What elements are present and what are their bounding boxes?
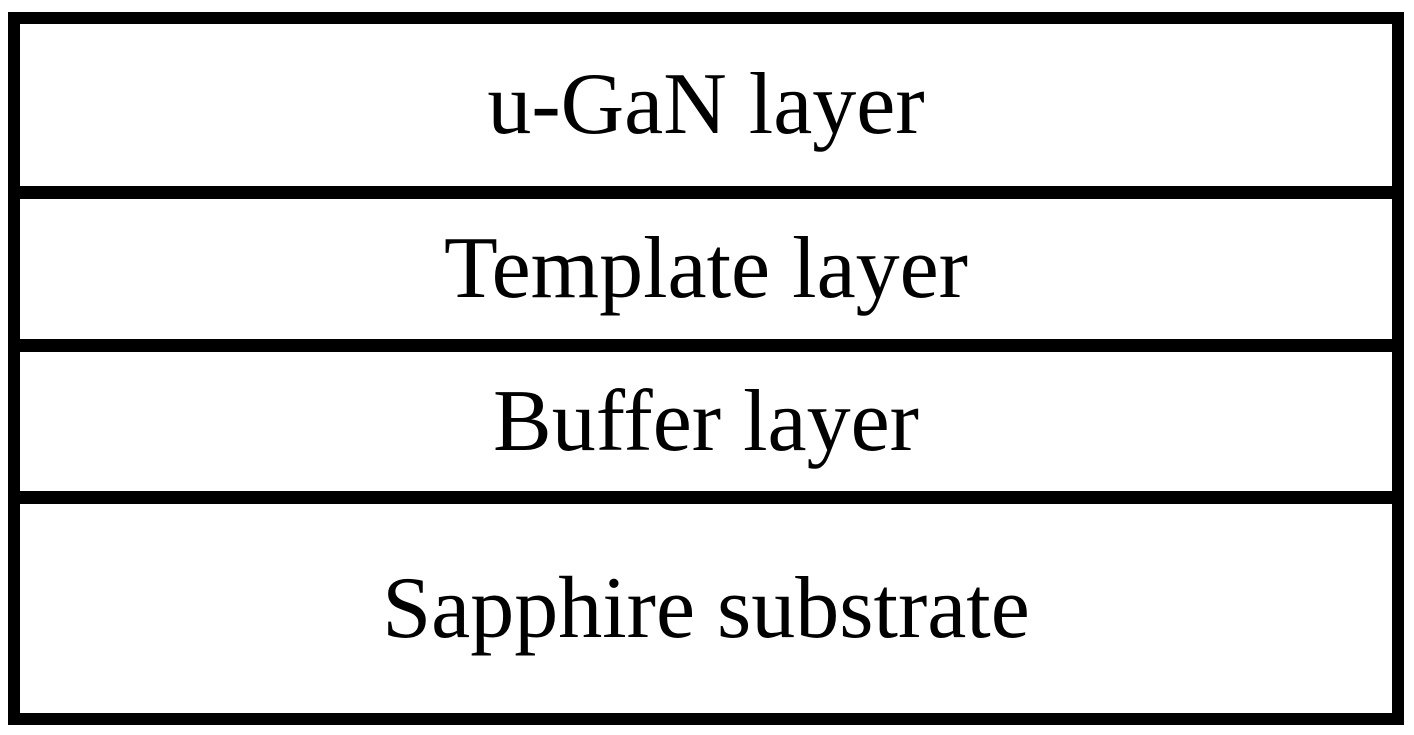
layer-template: Template layer <box>20 186 1392 339</box>
layer-template-label: Template layer <box>443 220 968 317</box>
layer-buffer: Buffer layer <box>20 339 1392 491</box>
layer-sapphire-substrate: Sapphire substrate <box>20 491 1392 713</box>
layer-buffer-label: Buffer layer <box>493 372 919 470</box>
layer-u-gan-label: u-GaN layer <box>487 56 925 153</box>
layer-stack-diagram: u-GaN layer Template layer Buffer layer … <box>8 12 1404 725</box>
layer-sapphire-substrate-label: Sapphire substrate <box>382 559 1030 657</box>
layer-u-gan: u-GaN layer <box>20 24 1392 186</box>
